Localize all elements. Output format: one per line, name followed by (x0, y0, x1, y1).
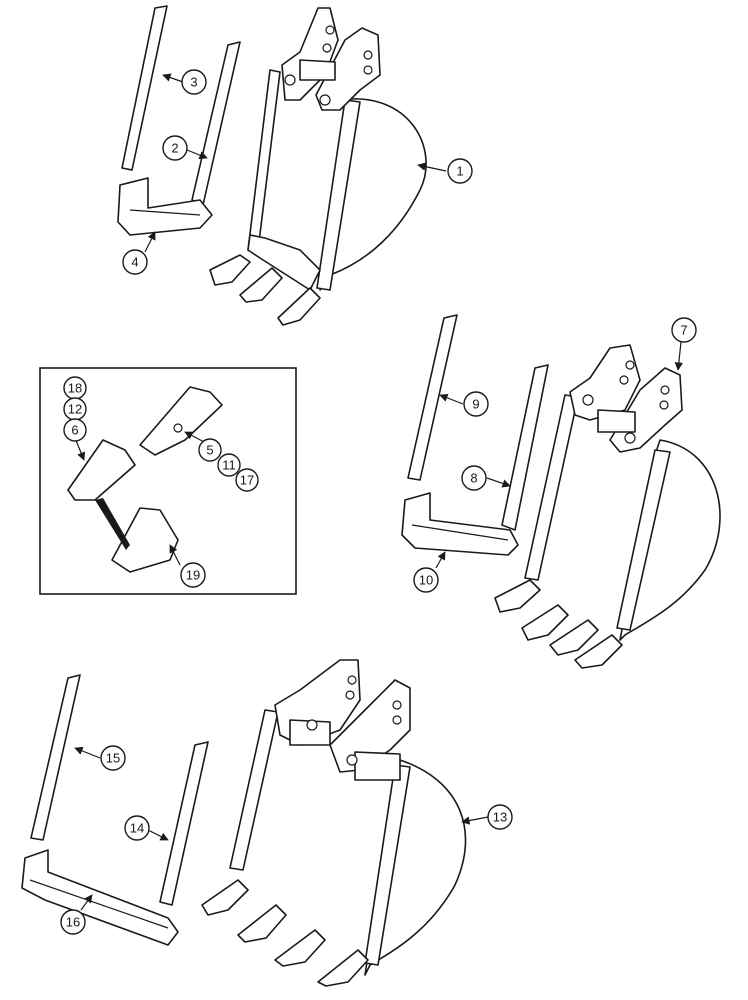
callout-4: 4 (122, 249, 148, 275)
callout-1: 1 (447, 158, 473, 184)
bucket-body-7 (524, 344, 721, 641)
svg-text:6: 6 (71, 423, 78, 438)
tooth-adapter-detail (67, 386, 223, 573)
callout-19: 19 (180, 562, 206, 588)
callout-3: 3 (181, 69, 207, 95)
bucket-body-13 (229, 659, 467, 976)
bucket-large (21, 659, 467, 987)
svg-text:18: 18 (68, 381, 82, 396)
svg-text:3: 3 (190, 75, 197, 90)
svg-text:15: 15 (106, 751, 120, 766)
svg-text:13: 13 (493, 810, 507, 825)
svg-text:5: 5 (206, 443, 213, 458)
wear-strip-14 (159, 741, 209, 906)
bucket-medium (401, 314, 721, 669)
callout-8: 8 (461, 465, 487, 491)
svg-text:19: 19 (186, 568, 200, 583)
wear-strip-9 (407, 314, 458, 481)
svg-text:10: 10 (419, 573, 433, 588)
svg-text:9: 9 (472, 397, 479, 412)
callout-14: 14 (124, 815, 150, 841)
svg-text:12: 12 (68, 402, 82, 417)
bucket-small (117, 5, 427, 326)
callout-7: 7 (671, 317, 697, 343)
callout-16: 16 (60, 909, 86, 935)
svg-text:7: 7 (680, 323, 687, 338)
svg-text:1: 1 (456, 164, 463, 179)
callout-12: 12 (63, 397, 87, 421)
callout-6: 6 (63, 418, 87, 442)
cutting-edge-16 (21, 849, 179, 946)
svg-text:14: 14 (130, 821, 144, 836)
svg-text:16: 16 (66, 915, 80, 930)
wear-strip-8 (501, 364, 549, 531)
callout-17: 17 (235, 468, 259, 492)
callout-15: 15 (100, 745, 126, 771)
callout-9: 9 (463, 391, 489, 417)
teeth-detail-inset (39, 367, 297, 595)
bucket-teeth-13 (201, 879, 369, 987)
svg-text:4: 4 (131, 255, 138, 270)
svg-text:11: 11 (222, 458, 236, 473)
bucket-body-1 (247, 7, 427, 291)
bucket-teeth-7 (494, 579, 623, 669)
svg-text:2: 2 (171, 141, 178, 156)
callout-5: 5 (198, 438, 222, 462)
svg-text:8: 8 (470, 471, 477, 486)
wear-strip-3 (121, 5, 168, 171)
cutting-edge-10 (401, 492, 519, 556)
bucket-teeth-1 (209, 254, 321, 326)
callout-2: 2 (162, 135, 188, 161)
callout-11: 11 (217, 453, 241, 477)
svg-text:17: 17 (240, 473, 254, 488)
callout-13: 13 (487, 804, 513, 830)
wear-strip-15 (30, 674, 81, 841)
callout-18: 18 (63, 376, 87, 400)
callout-10: 10 (413, 567, 439, 593)
cutting-edge-4 (117, 177, 213, 236)
wear-strip-2 (191, 41, 241, 206)
